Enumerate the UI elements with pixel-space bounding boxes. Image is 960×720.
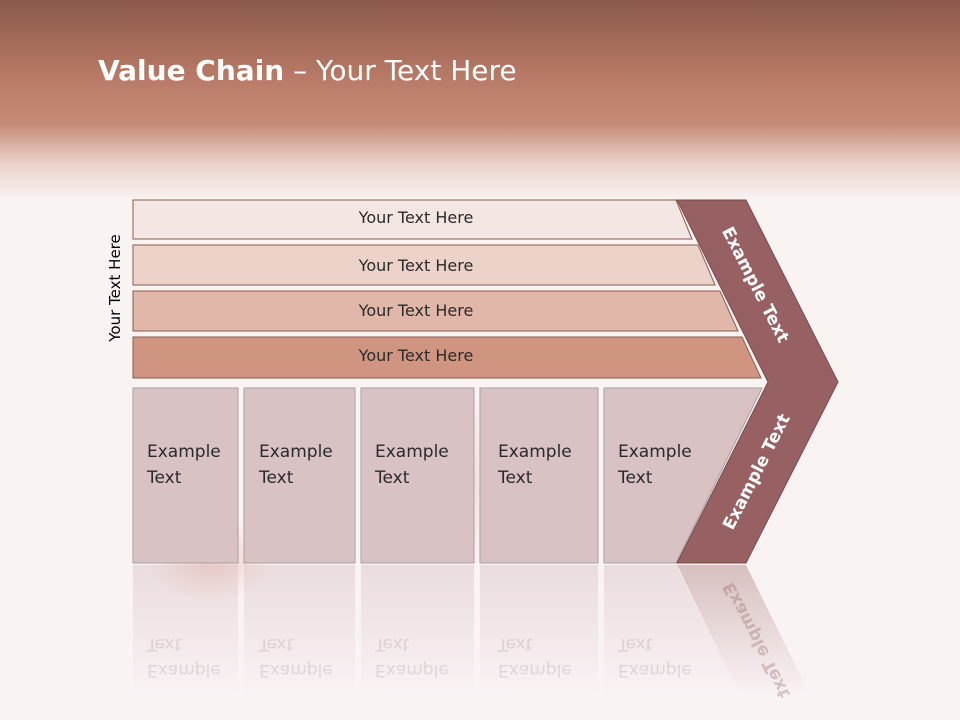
box-3 xyxy=(360,387,475,564)
box-2-reflection-label: Example Text xyxy=(259,631,333,683)
box-5 xyxy=(603,387,763,564)
title-banner xyxy=(0,0,960,200)
box-5-reflection-line1: Example xyxy=(618,660,692,680)
box-2-line1: Example xyxy=(259,442,333,462)
title-bold: Value Chain xyxy=(98,54,285,87)
box-3-line2: Text xyxy=(375,468,410,488)
title-rest: – Your Text Here xyxy=(284,54,517,87)
box-2 xyxy=(243,387,356,564)
box-3-reflection xyxy=(361,565,474,695)
box-3-reflection-label: Example Text xyxy=(375,631,449,683)
box-1-line2: Text xyxy=(147,468,182,488)
box-2-line2: Text xyxy=(259,468,294,488)
box-2-reflection xyxy=(244,565,355,695)
box-3-label: Example Text xyxy=(375,439,475,491)
bar-3 xyxy=(132,290,739,332)
box-1 xyxy=(132,387,239,564)
box-1-reflection xyxy=(133,565,238,695)
bar-1-label: Your Text Here xyxy=(358,208,474,227)
box-1-reflection-line1: Example xyxy=(147,660,221,680)
box-5-reflection-line2: Text xyxy=(618,634,653,654)
box-5-line1: Example xyxy=(618,442,692,462)
box-1-line1: Example xyxy=(147,442,221,462)
box-4 xyxy=(479,387,599,564)
box-4-line2: Text xyxy=(498,468,533,488)
box-1-reflection-label: Example Text xyxy=(147,631,221,683)
box-4-reflection-line1: Example xyxy=(498,660,572,680)
box-4-label: Example Text xyxy=(498,439,598,491)
box-3-reflection-line2: Text xyxy=(375,634,410,654)
box-2-reflection-line1: Example xyxy=(259,660,333,680)
chevron-reflection xyxy=(677,565,810,695)
bar-2 xyxy=(132,244,716,286)
box-1-reflection-line2: Text xyxy=(147,634,182,654)
box-4-reflection-label: Example Text xyxy=(498,631,572,683)
box-5-line2: Text xyxy=(618,468,653,488)
box-2-label: Example Text xyxy=(259,439,359,491)
bar-2-label: Your Text Here xyxy=(358,256,474,275)
box-1-label: Example Text xyxy=(147,439,247,491)
box-3-reflection-line1: Example xyxy=(375,660,449,680)
bar-1 xyxy=(132,199,693,240)
box-4-line1: Example xyxy=(498,442,572,462)
chevron-arrow xyxy=(676,199,839,564)
slide-title: Value Chain – Your Text Here xyxy=(98,54,517,87)
box-2-reflection-line2: Text xyxy=(259,634,294,654)
box-4-reflection xyxy=(480,565,598,695)
box-4-reflection-line2: Text xyxy=(498,634,533,654)
bar-4 xyxy=(132,336,762,379)
bar-3-label: Your Text Here xyxy=(358,301,474,320)
bar-4-label: Your Text Here xyxy=(358,346,474,365)
box-5-reflection xyxy=(604,565,740,695)
box-5-reflection-label: Example Text xyxy=(618,631,692,683)
box-5-label: Example Text xyxy=(618,439,718,491)
box-3-line1: Example xyxy=(375,442,449,462)
